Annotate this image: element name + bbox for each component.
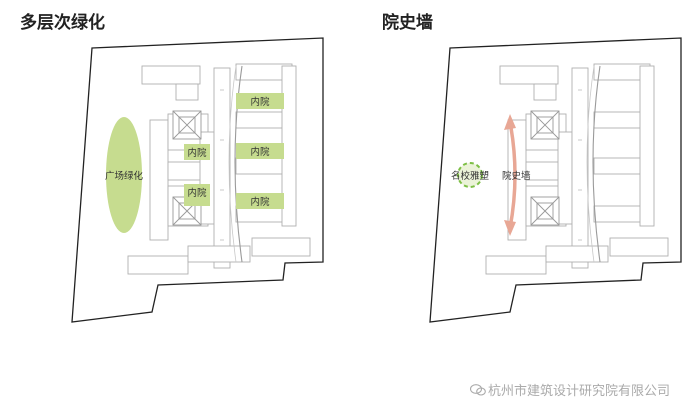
- left-site-plan: 广场绿化 内院 内院 内院 内院 内院: [71, 37, 324, 323]
- arrow-head-top: [504, 114, 516, 130]
- courtyard-label: 内院: [187, 147, 207, 159]
- watermark-text: 杭州市建筑设计研究院有限公司: [487, 384, 670, 399]
- sculpture-tree-label: 名校雅塑: [451, 170, 490, 182]
- sculpture-tree-marker: [457, 162, 483, 188]
- plaza-greenery-zone: [106, 117, 142, 233]
- plaza-greenery-label: 广场绿化: [105, 170, 144, 182]
- arrow-head-bottom: [504, 220, 516, 236]
- right-site-plan: 名校雅塑 院史墙: [429, 37, 682, 323]
- courtyard-zone: [184, 184, 210, 206]
- courtyard-label: 内院: [250, 146, 270, 158]
- courtyard-zone: [236, 93, 284, 109]
- courtyard-label: 内院: [250, 196, 270, 208]
- right-panel-title: 院史墙: [382, 13, 433, 33]
- courtyard-zone: [184, 144, 210, 160]
- history-wall-label: 院史墙: [502, 170, 531, 182]
- courtyard-zone: [236, 143, 284, 159]
- wechat-icon: [469, 384, 486, 396]
- left-panel-title: 多层次绿化: [20, 13, 105, 33]
- courtyard-label: 内院: [250, 96, 270, 108]
- watermark: 杭州市建筑设计研究院有限公司: [469, 380, 670, 399]
- courtyard-zone: [236, 193, 284, 209]
- courtyard-label: 内院: [187, 187, 207, 199]
- history-wall-arrow: [508, 121, 517, 229]
